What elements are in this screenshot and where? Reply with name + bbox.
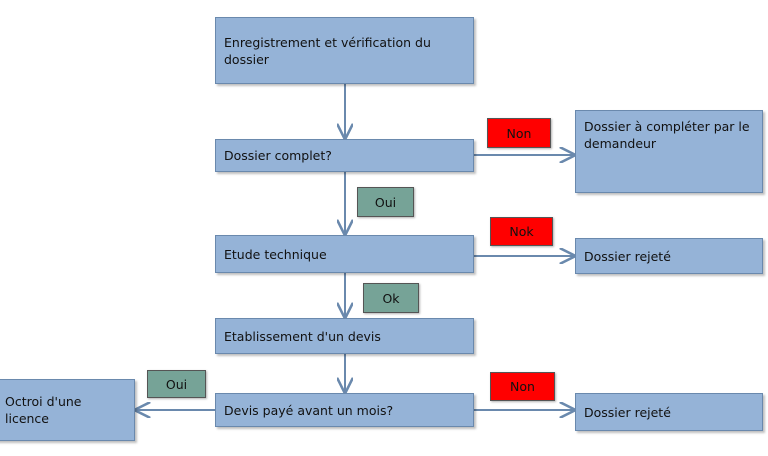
tag-nok-technical: Nok [490,217,553,246]
tag-nok-technical-label: Nok [509,224,534,239]
tag-oui-paid: Oui [147,370,206,398]
box-to-complete-label: Dossier à compléter par le demandeur [584,119,750,151]
box-license: Octroi d'une licence [0,379,135,441]
box-complete: Dossier complet? [215,139,474,172]
tag-non-paid: Non [490,372,555,401]
box-complete-label: Dossier complet? [224,148,332,163]
box-rejected-2: Dossier rejeté [575,393,763,431]
box-registration: Enregistrement et vérification du dossie… [215,17,474,84]
tag-non-complete-label: Non [506,125,532,141]
tag-non-paid-label: Non [510,379,535,394]
box-license-label: Octroi d'une licence [5,394,82,426]
box-rejected-1: Dossier rejeté [575,238,763,274]
tag-oui-complete-label: Oui [374,194,397,210]
tag-non-complete: Non [487,118,551,148]
box-rejected-1-label: Dossier rejeté [584,248,671,264]
box-paid-label: Devis payé avant un mois? [224,402,394,418]
box-paid: Devis payé avant un mois? [215,393,474,427]
box-quote-label: Etablissement d'un devis [224,328,381,344]
tag-oui-complete: Oui [357,187,414,217]
box-quote: Etablissement d'un devis [215,318,474,354]
tag-ok-technical-label: Ok [382,290,400,306]
box-technical: Etude technique [215,235,474,273]
box-technical-label: Etude technique [224,246,327,262]
box-rejected-2-label: Dossier rejeté [584,404,671,420]
box-to-complete: Dossier à compléter par le demandeur [575,110,763,193]
tag-oui-paid-label: Oui [165,376,188,392]
box-registration-label: Enregistrement et vérification du dossie… [224,34,431,67]
tag-ok-technical: Ok [363,283,419,313]
